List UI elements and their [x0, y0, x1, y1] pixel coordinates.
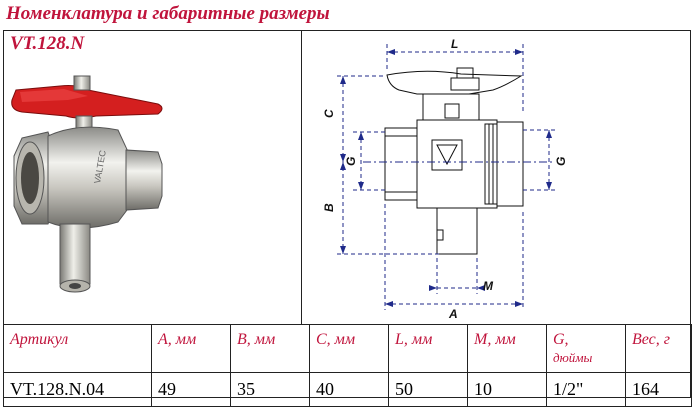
frame-divider: [301, 30, 302, 324]
header-g: G,дюймы: [546, 324, 626, 373]
cell-article: VT.128.N.04: [3, 372, 152, 407]
dimension-drawing: L C B G G M A: [322, 37, 568, 321]
page-title: Номенклатура и габаритные размеры: [6, 3, 330, 24]
dim-label-M: M: [483, 279, 494, 293]
dim-label-A: A: [448, 307, 458, 321]
header-b: B, мм: [230, 324, 310, 373]
spec-table: Артикул A, мм B, мм C, мм L, мм M, мм G,…: [3, 324, 692, 407]
cell-l: 50: [388, 372, 468, 407]
dim-label-G-right: G: [554, 157, 568, 166]
model-code: VT.128.N: [10, 33, 85, 54]
dim-label-G-left: G: [344, 157, 358, 166]
dim-label-B: B: [322, 203, 336, 212]
drawing-handle: [386, 70, 523, 95]
cell-weight: 164: [625, 372, 692, 407]
header-l: L, мм: [388, 324, 468, 373]
header-weight: Вес, г: [625, 324, 692, 373]
cell-a: 49: [151, 372, 231, 407]
cell-c: 40: [309, 372, 389, 407]
ball-valve-photo: VALTEC: [11, 75, 163, 293]
table-header-row: Артикул A, мм B, мм C, мм L, мм M, мм G,…: [3, 324, 692, 373]
cell-m: 10: [467, 372, 547, 407]
header-a: A, мм: [151, 324, 231, 373]
header-m: M, мм: [467, 324, 547, 373]
dim-label-C: C: [322, 109, 336, 118]
cell-g: 1/2": [546, 372, 626, 407]
header-c: C, мм: [309, 324, 389, 373]
table-row: VT.128.N.04 49 35 40 50 10 1/2" 164: [3, 372, 692, 407]
cell-b: 35: [230, 372, 310, 407]
header-article: Артикул: [3, 324, 152, 373]
dim-label-L: L: [451, 37, 458, 51]
